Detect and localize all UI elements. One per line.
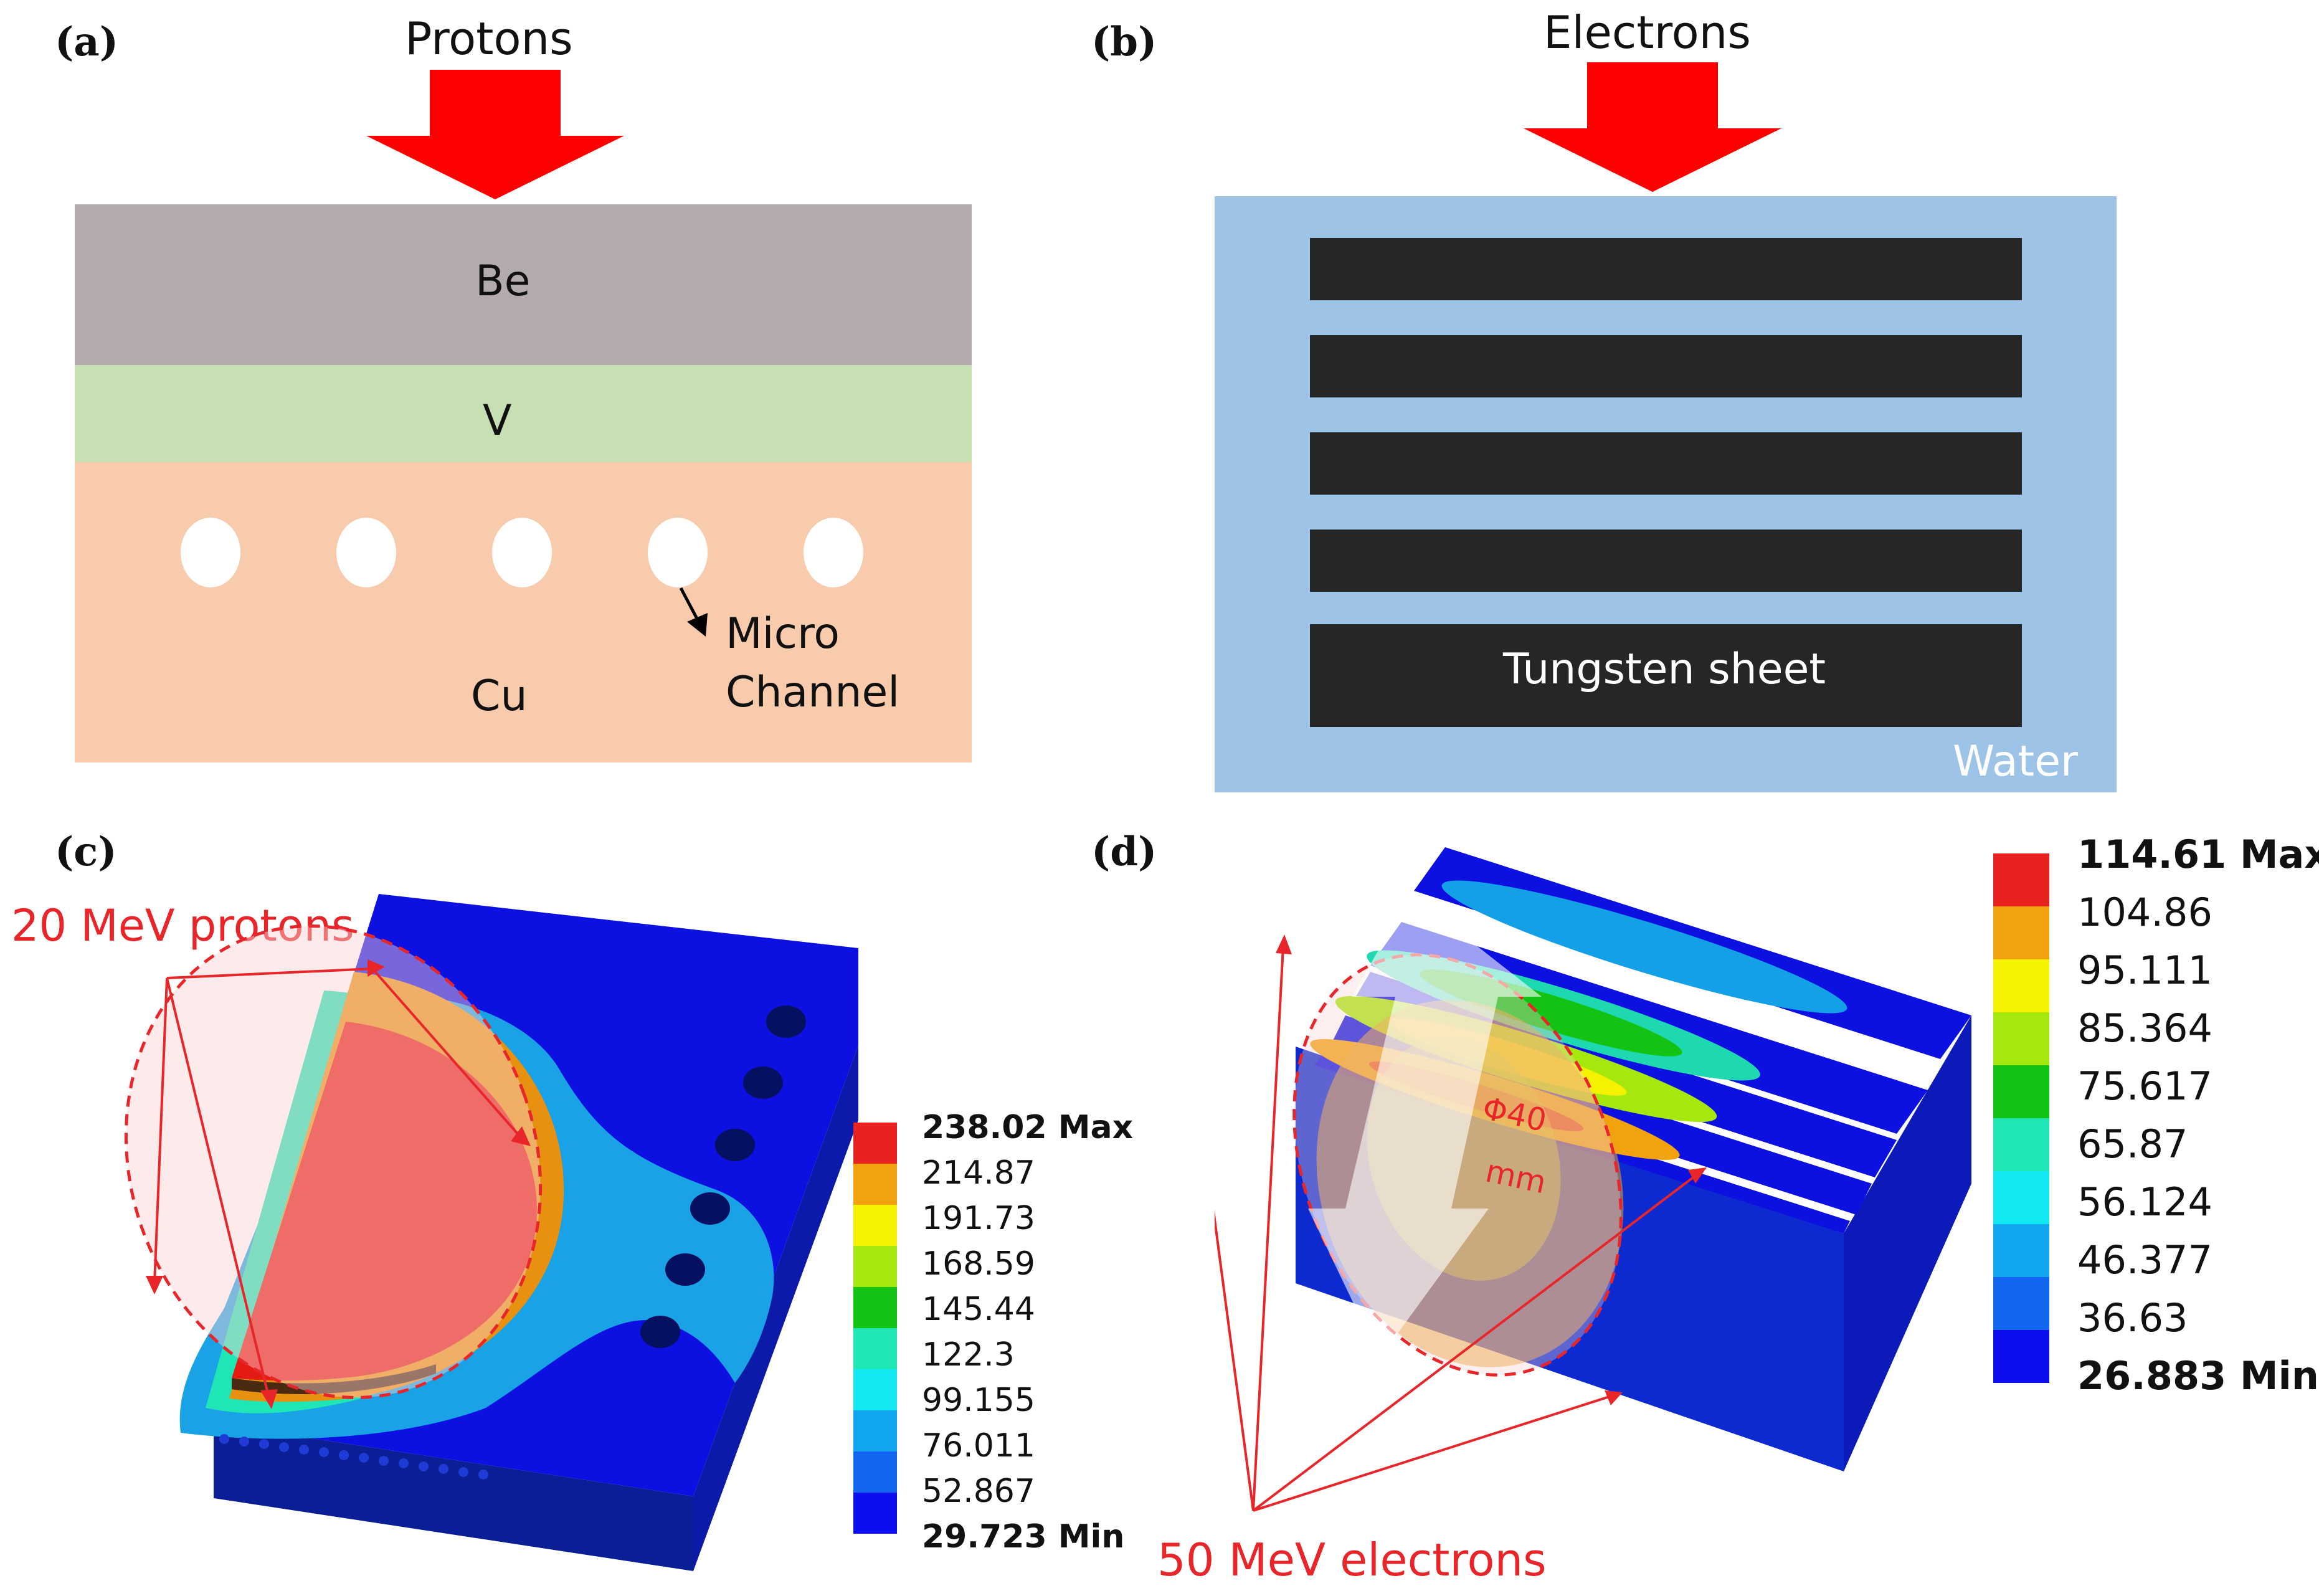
colorbar-c-label-8: 76.011: [922, 1427, 1035, 1465]
micro-channel-pointer-head: [687, 613, 708, 637]
tungsten-sheet-3: [1310, 432, 2022, 495]
colorbar-c-swatch-8: [853, 1410, 897, 1451]
tungsten-sheet-4: [1310, 530, 2022, 592]
panel-label-a: (a): [55, 19, 119, 65]
colorbar-c-swatch-3: [853, 1205, 897, 1246]
block-right-face: [693, 1045, 858, 1571]
electron-beam-arrow: [1524, 62, 1781, 192]
micro-channel-2: [336, 518, 396, 587]
colorbar-d-swatch-10: [1993, 1330, 2049, 1383]
electron-annotation-arrowheads: [1276, 934, 1707, 1405]
micro-channel-4: [648, 518, 708, 587]
micro-channel-pointer: [679, 587, 699, 621]
tungsten-sheet-2: [1310, 335, 2022, 397]
colorbar-d-label-6: 65.87: [2077, 1121, 2188, 1167]
colorbar-c-swatch-7: [853, 1369, 897, 1410]
diameter-arrow: [1308, 894, 1542, 1358]
colorbar-c-swatch-5: [853, 1287, 897, 1328]
colorbar-c-swatch-6: [853, 1328, 897, 1369]
panel-d-simulation: [1215, 847, 1971, 1512]
colorbar-c-label-4: 168.59: [922, 1245, 1035, 1283]
colorbar-c-swatch-9: [853, 1451, 897, 1493]
proton-annotation-arrowheads: [146, 959, 531, 1409]
colorbar-c-label-10: 29.723 Min: [922, 1518, 1125, 1556]
colorbar-d-swatch-8: [1993, 1224, 2049, 1277]
colorbar-d-label-7: 56.124: [2077, 1179, 2212, 1225]
plate-1-band: [1441, 880, 1847, 1014]
v-label: V: [483, 396, 512, 445]
colorbar-c-swatch-2: [853, 1164, 897, 1205]
cu-label: Cu: [471, 672, 528, 721]
colorbar-c-label-1: 238.02 Max: [922, 1109, 1134, 1146]
colorbar-d-swatch-4: [1993, 1012, 2049, 1065]
panel-c-simulation: [124, 894, 858, 1571]
colorbar-d-swatch-2: [1993, 906, 2049, 959]
panel-label-d: (d): [1091, 829, 1157, 875]
cooling-hole-5: [665, 1253, 705, 1286]
colorbar-c-label-7: 99.155: [922, 1382, 1035, 1419]
proton-beam-arrow: [366, 70, 624, 199]
micro-channel-label-line1: Micro: [726, 609, 840, 658]
tungsten-sheet-label: Tungsten sheet: [1503, 645, 1826, 694]
colorbar-c-label-3: 191.73: [922, 1200, 1035, 1237]
colorbar-d-label-10: 26.883 Min: [2077, 1353, 2319, 1399]
proton-beam-footprint: [124, 924, 543, 1399]
colorbar-d-label-1: 114.61 Max: [2077, 832, 2319, 877]
colorbar-c-swatch-4: [853, 1246, 897, 1287]
be-label: Be: [475, 257, 531, 306]
colorbar-d: [1993, 853, 2049, 1383]
colorbar-d-swatch-5: [1993, 1065, 2049, 1118]
cooling-hole-1: [766, 1005, 806, 1038]
panel-b-diagram: [1215, 62, 2117, 792]
micro-channel-5: [804, 518, 863, 587]
micro-channel-label-line2: Channel: [726, 668, 900, 717]
electron-annotation-label: 50 MeV electrons: [1157, 1534, 1547, 1586]
colorbar-d-swatch-6: [1993, 1118, 2049, 1171]
colorbar-d-swatch-7: [1993, 1171, 2049, 1224]
electron-annotation-lines: [1215, 946, 1699, 1512]
colorbar-d-swatch-3: [1993, 959, 2049, 1012]
colorbar-c-label-9: 52.867: [922, 1473, 1035, 1510]
panel-a-diagram: [75, 70, 972, 762]
core-edge-shadow: [232, 1364, 436, 1394]
panel-label-b: (b): [1091, 19, 1157, 65]
micro-channel-1: [181, 518, 240, 587]
colorbar-d-swatch-9: [1993, 1277, 2049, 1330]
colorbar-c-swatch-1: [853, 1123, 897, 1164]
colorbar-d-swatch-1: [1993, 853, 2049, 906]
water-label: Water: [1953, 737, 2079, 786]
colorbar-d-label-3: 95.111: [2077, 948, 2212, 993]
colorbar-c-swatch-10: [853, 1493, 897, 1534]
tungsten-sheet-1: [1310, 238, 2022, 300]
colorbar-d-label-8: 46.377: [2077, 1237, 2212, 1283]
cooling-hole-6: [640, 1316, 680, 1348]
electrons-label: Electrons: [1544, 6, 1751, 59]
panel-label-c: (c): [55, 829, 117, 875]
cooling-hole-4: [690, 1192, 730, 1225]
hot-zone-core: [232, 1022, 538, 1381]
cooling-hole-3: [715, 1129, 755, 1161]
cu-layer: [75, 462, 972, 762]
colorbar-d-label-5: 75.617: [2077, 1063, 2212, 1109]
colorbar-d-label-2: 104.86: [2077, 890, 2212, 935]
micro-channel-3: [492, 518, 552, 587]
block-front-face: [214, 1423, 693, 1571]
colorbar-c-label-5: 145.44: [922, 1291, 1035, 1328]
colorbar-c-label-6: 122.3: [922, 1336, 1015, 1374]
colorbar-d-label-4: 85.364: [2077, 1005, 2212, 1051]
colorbar-d-label-9: 36.63: [2077, 1295, 2188, 1341]
block-right-face: [1844, 1015, 1971, 1471]
be-layer: [75, 204, 972, 365]
front-channel-dots: [219, 1434, 488, 1480]
tungsten-sheet-5: [1310, 624, 2022, 727]
proton-annotation-lines: [153, 967, 523, 1399]
colorbar-c: [853, 1123, 897, 1534]
v-layer: [75, 365, 972, 462]
protons-label: Protons: [405, 12, 573, 65]
cooling-hole-2: [743, 1066, 783, 1099]
colorbar-c-label-2: 214.87: [922, 1154, 1035, 1192]
